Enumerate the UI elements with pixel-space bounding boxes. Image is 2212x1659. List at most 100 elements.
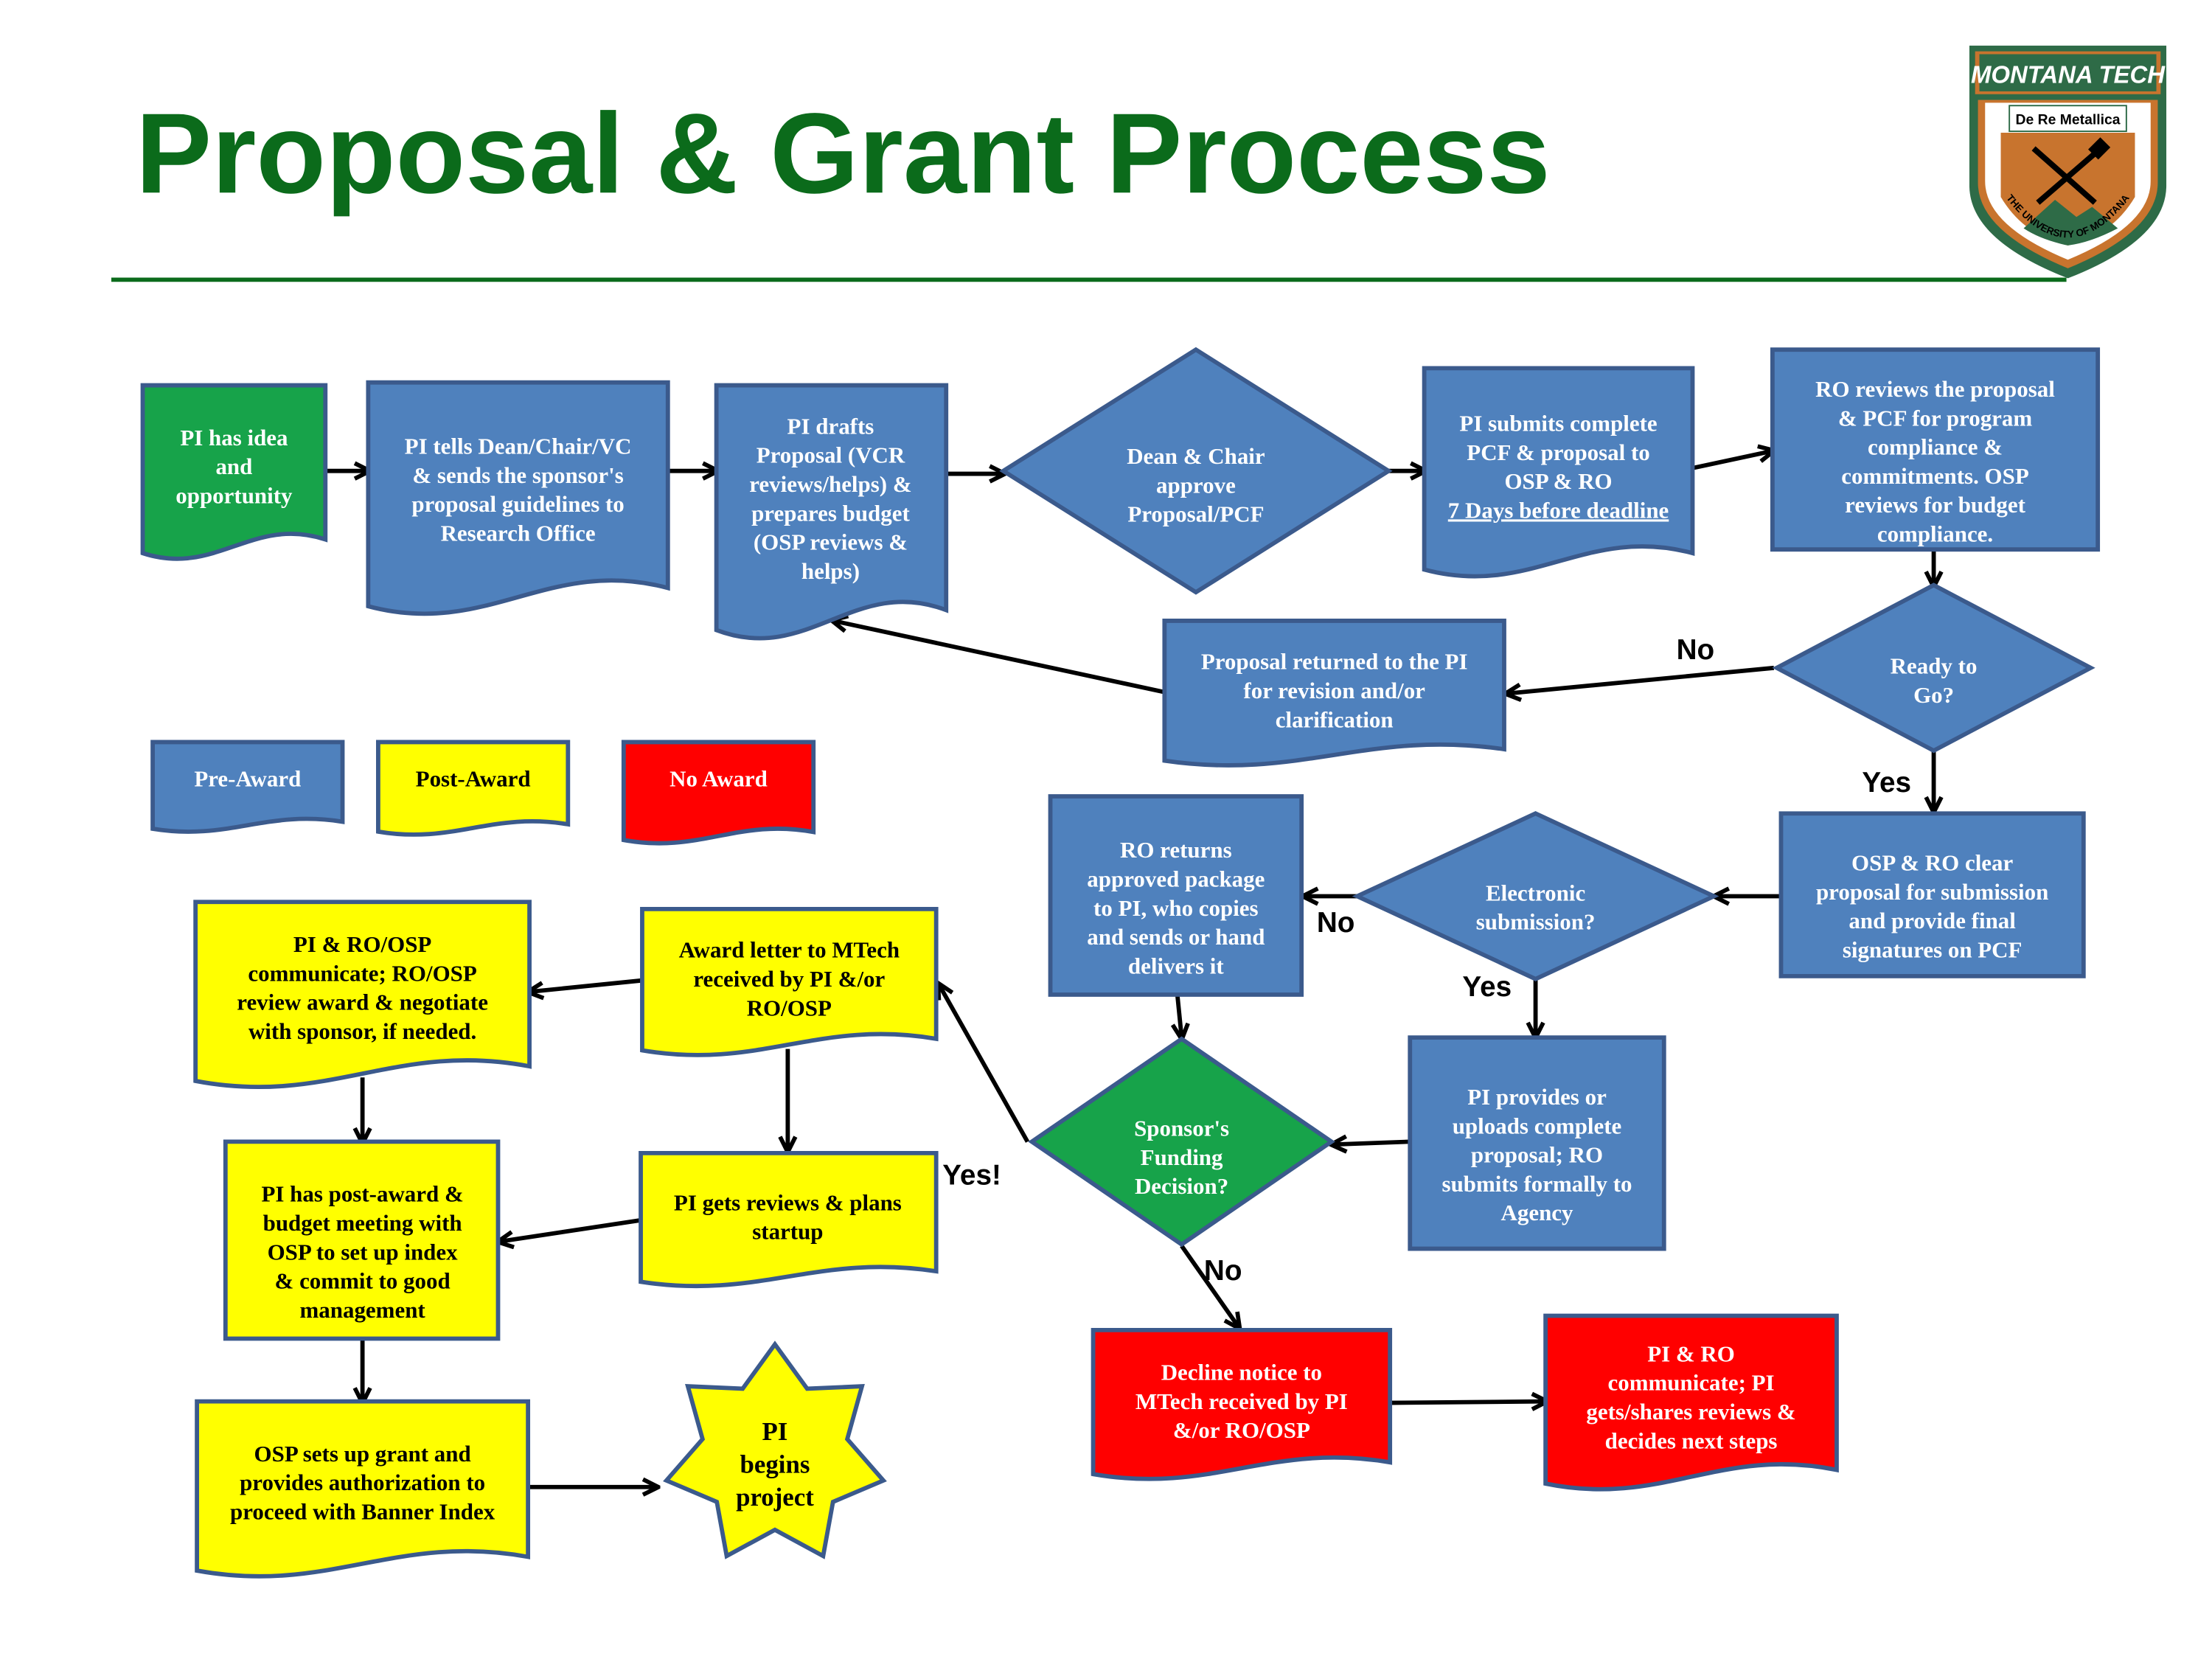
node-shape xyxy=(1772,582,2096,754)
node-text: OSP & RO clear proposal for submission and… xyxy=(1816,850,2048,963)
legend-none-award: No Award xyxy=(621,740,816,846)
node-text-line: Research Office xyxy=(441,520,596,546)
node-shape xyxy=(140,383,328,561)
node-shape xyxy=(714,383,949,641)
node-text-line: begins xyxy=(740,1450,810,1478)
node-text-line: & commit to good xyxy=(275,1268,451,1294)
node-clear: OSP & RO clear proposal for submission and… xyxy=(1778,811,2086,978)
node-text-line: reviews for budget xyxy=(1845,492,2025,518)
node-text-line: RO reviews the proposal xyxy=(1815,376,2055,402)
node-text-line: and sends or hand xyxy=(1087,924,1265,950)
node-text-line: Decision? xyxy=(1135,1173,1228,1199)
node-text-line: Sponsor's xyxy=(1134,1116,1229,1141)
node-text-line: OSP sets up grant and xyxy=(254,1441,471,1467)
node-text-line: RO/OSP xyxy=(747,995,832,1020)
flow-arrow xyxy=(1691,451,1772,470)
node-text-line: compliance & xyxy=(1868,434,2003,460)
node-text-line: Decline notice to xyxy=(1161,1360,1322,1385)
node-text-line: OSP & RO xyxy=(1504,468,1612,494)
legend-post-award: Post-Award xyxy=(376,740,571,837)
node-shape xyxy=(1422,366,1695,579)
flow-arrow xyxy=(833,621,1165,695)
node-text-line: communicate; PI xyxy=(1608,1370,1775,1396)
flow-arrow xyxy=(1180,1245,1239,1327)
node-text-line: PI tells Dean/Chair/VC xyxy=(405,433,632,459)
flow-arrow xyxy=(529,978,643,992)
node-tells: PI tells Dean/Chair/VC & sends the sponso… xyxy=(366,380,670,616)
node-banner: OSP sets up grant and provides authorizat… xyxy=(195,1399,531,1579)
node-text-line: PI has idea xyxy=(180,425,288,451)
node-shape xyxy=(999,347,1393,595)
node-text-line: PI submits complete xyxy=(1459,411,1657,437)
node-text-line: OSP to set up index xyxy=(268,1239,459,1265)
node-text-line: PI gets reviews & plans xyxy=(674,1189,902,1215)
node-text-line: and provide final xyxy=(1848,908,2016,933)
node-text-line: opportunity xyxy=(175,482,293,508)
node-shape xyxy=(639,1150,939,1289)
edge-label-funding-no: No xyxy=(1204,1255,1242,1287)
node-text-line: management xyxy=(300,1297,426,1323)
node-text-line: OSP & RO clear xyxy=(1851,850,2013,876)
flow-arrow xyxy=(1178,994,1182,1037)
node-text-line: and xyxy=(215,453,252,479)
node-shape xyxy=(1091,1327,1393,1481)
node-shape xyxy=(1778,811,2086,978)
page-title: Proposal & Grant Process xyxy=(136,89,1551,217)
flow-arrow xyxy=(1507,665,1775,694)
node-text-line: & sends the sponsor's xyxy=(412,462,623,488)
svg-text:De Re Metallica: De Re Metallica xyxy=(2016,111,2121,128)
node-text-line: PI provides or xyxy=(1467,1084,1607,1110)
node-text-line: PI drafts xyxy=(787,413,874,439)
node-text-line: MTech received by PI xyxy=(1135,1388,1348,1414)
legend-label: Pre-Award xyxy=(194,765,301,791)
node-text-line: Ready to xyxy=(1891,653,1978,679)
node-text-line: project xyxy=(736,1483,814,1512)
node-text-line: uploads complete xyxy=(1453,1113,1622,1138)
edge-label-electronic-no: No xyxy=(1317,907,1355,939)
node-shape xyxy=(1048,794,1304,997)
node-text-line: Dean & Chair xyxy=(1127,443,1265,469)
node-text-line: prepares budget xyxy=(751,500,910,526)
node-text-line: Electronic xyxy=(1486,880,1585,905)
node-text-line: Proposal/PCF xyxy=(1127,501,1264,527)
node-text-line: review award & negotiate xyxy=(237,990,488,1015)
node-shape xyxy=(1028,1036,1335,1248)
node-text-line: provides authorization to xyxy=(240,1470,485,1495)
legend-label: No Award xyxy=(669,765,768,791)
node-text-line: decides next steps xyxy=(1605,1427,1778,1453)
node-text-line: (OSP reviews & xyxy=(754,529,908,555)
node-text: PI tells Dean/Chair/VC & sends the sponso… xyxy=(405,433,632,546)
node-text-line: commitments. OSP xyxy=(1841,463,2029,489)
node-text-line: proposal for submission xyxy=(1816,879,2048,905)
node-text-line: submits formally to xyxy=(1442,1171,1632,1197)
node-text-line: & PCF for program xyxy=(1838,405,2033,431)
montana-tech-logo: MONTANA TECH De Re Metallica THE UNIVERS… xyxy=(1969,45,2167,279)
node-text-line: Agency xyxy=(1501,1200,1574,1225)
node-text-line: with sponsor, if needed. xyxy=(248,1018,476,1044)
node-text: OSP sets up grant and provides authorizat… xyxy=(230,1441,495,1525)
flow-arrow xyxy=(1333,1141,1411,1144)
